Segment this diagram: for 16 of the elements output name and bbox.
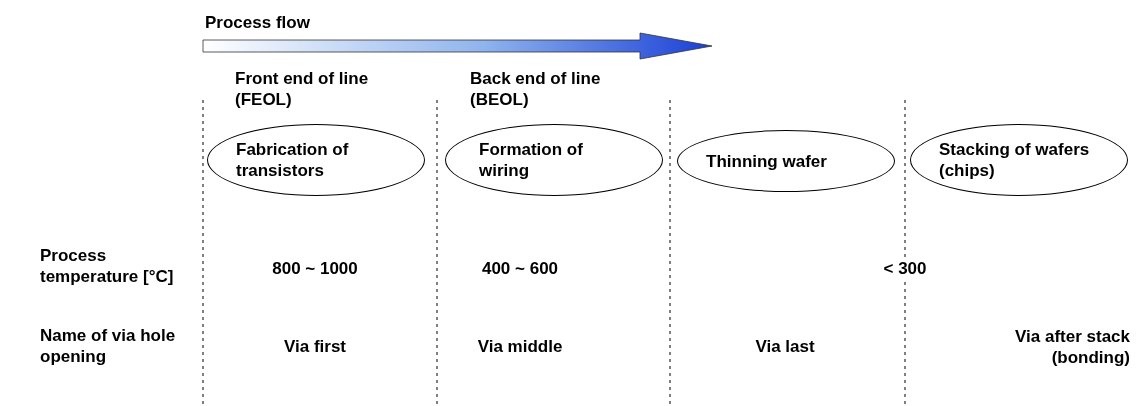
text-label: Via after stack (bonding) (1014, 326, 1130, 368)
text-label: Via middle (476, 336, 564, 357)
text-label: 800 ~ 1000 (271, 258, 359, 279)
process-label: Thinning wafer (706, 150, 828, 172)
text-label: Name of via hole opening (40, 325, 177, 367)
process-label: Formation of wiring (479, 139, 584, 181)
text-label: Process flow (205, 12, 311, 33)
process-label: Stacking of wafers (chips) (939, 139, 1091, 181)
text-label: < 300 (882, 258, 928, 279)
process-label: Fabrication of transistors (236, 139, 350, 181)
text-label: Process temperature [°C] (40, 245, 175, 287)
text-label: Via last (754, 336, 816, 357)
text-label: Front end of line (FEOL) (235, 68, 370, 110)
text-label: Via first (282, 336, 348, 357)
text-label: Back end of line (BEOL) (470, 68, 602, 110)
text-label: 400 ~ 600 (480, 258, 560, 279)
